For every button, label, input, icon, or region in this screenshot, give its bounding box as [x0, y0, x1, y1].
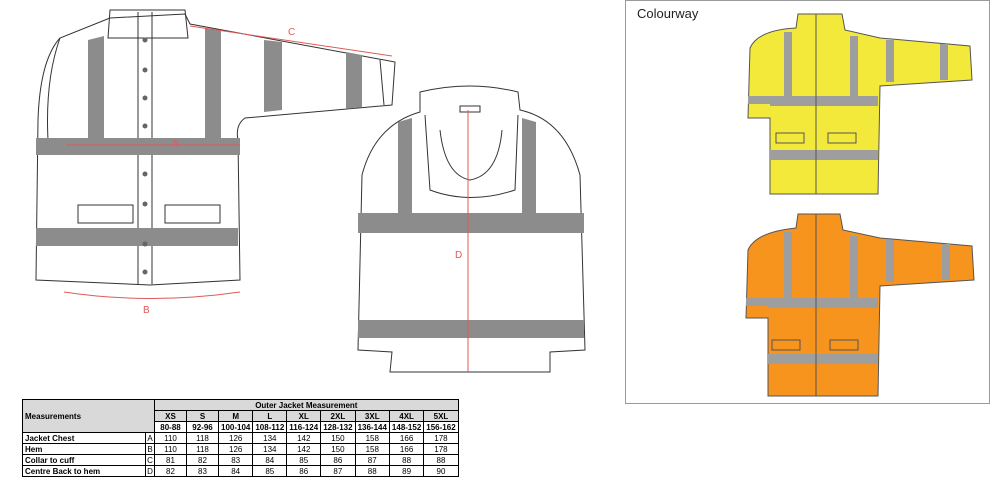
measurement-value: 88: [354, 465, 390, 477]
label-a-front: A: [172, 139, 179, 150]
measurement-value: 81: [154, 454, 187, 466]
measurement-label: Hem: [22, 443, 146, 455]
measurement-value: 110: [154, 443, 187, 455]
measurement-value: 87: [320, 465, 356, 477]
front-view-drawing: A B C: [35, 9, 396, 316]
size-header: XS: [154, 410, 187, 422]
size-header: 3XL: [354, 410, 390, 422]
measurement-value: 82: [186, 454, 219, 466]
size-range: 116-124: [286, 421, 322, 433]
label-b-front: B: [143, 305, 150, 316]
size-header: S: [186, 410, 219, 422]
measurement-letter: C: [145, 454, 155, 466]
measurement-value: 86: [320, 454, 356, 466]
measurement-value: 150: [320, 443, 356, 455]
measurement-value: 166: [388, 432, 425, 444]
size-range: 148-152: [388, 421, 425, 433]
measurement-value: 87: [354, 454, 390, 466]
measurement-value: 86: [286, 465, 322, 477]
measurements-header: Measurements: [25, 411, 82, 421]
size-header: 5XL: [423, 410, 459, 422]
measurement-value: 134: [252, 432, 288, 444]
measurement-label: Collar to cuff: [22, 454, 146, 466]
size-header: XL: [286, 410, 322, 422]
measurement-letter: B: [145, 443, 155, 455]
size-header: L: [252, 410, 288, 422]
measurement-value: 90: [423, 465, 459, 477]
measurement-value: 82: [154, 465, 187, 477]
measurement-letter: A: [145, 432, 155, 444]
measurement-value: 85: [252, 465, 288, 477]
measurement-value: 118: [186, 432, 219, 444]
measurement-value: 88: [388, 454, 425, 466]
measurement-value: 126: [217, 443, 254, 455]
label-c-front: C: [288, 27, 295, 38]
colourway-panel: [625, 0, 990, 404]
size-range: 100-104: [217, 421, 254, 433]
colourway-title: Colourway: [637, 6, 699, 21]
measurement-value: 89: [388, 465, 425, 477]
table-title-row: Measurements Outer Jacket Measurement: [22, 399, 459, 433]
back-view-drawing: D: [357, 85, 586, 373]
yellow-jacket-swatch: [747, 13, 973, 195]
measurement-value: 178: [423, 432, 459, 444]
size-range: 136-144: [354, 421, 390, 433]
header-label-cell: Measurements: [22, 399, 155, 433]
measurement-value: 150: [320, 432, 356, 444]
measurement-label: Centre Back to hem: [22, 465, 146, 477]
measurement-value: 83: [186, 465, 219, 477]
measurement-value: 85: [286, 454, 322, 466]
measurement-value: 110: [154, 432, 187, 444]
measurement-value: 142: [286, 432, 322, 444]
measurement-value: 83: [217, 454, 254, 466]
size-header: 2XL: [320, 410, 356, 422]
measurement-value: 118: [186, 443, 219, 455]
size-header: 4XL: [388, 410, 425, 422]
measurement-table: Measurements Outer Jacket Measurement XS…: [22, 399, 459, 477]
measurement-value: 158: [354, 432, 390, 444]
orange-jacket-swatch: [745, 213, 975, 397]
measurement-value: 158: [354, 443, 390, 455]
measurement-value: 126: [217, 432, 254, 444]
measurement-value: 142: [286, 443, 322, 455]
measurement-value: 166: [388, 443, 425, 455]
measurement-value: 84: [217, 465, 254, 477]
measurement-value: 178: [423, 443, 459, 455]
size-range: 108-112: [252, 421, 288, 433]
measurement-value: 134: [252, 443, 288, 455]
measurement-label: Jacket Chest: [22, 432, 146, 444]
size-range: 156-162: [423, 421, 459, 433]
size-range: 92-96: [186, 421, 219, 433]
size-header: M: [217, 410, 254, 422]
size-range: 128-132: [320, 421, 356, 433]
measurement-value: 84: [252, 454, 288, 466]
size-range: 80-88: [154, 421, 187, 433]
label-d-back: D: [455, 250, 462, 261]
table-title: Outer Jacket Measurement: [154, 399, 459, 411]
measurement-letter: D: [145, 465, 155, 477]
measurement-value: 88: [423, 454, 459, 466]
